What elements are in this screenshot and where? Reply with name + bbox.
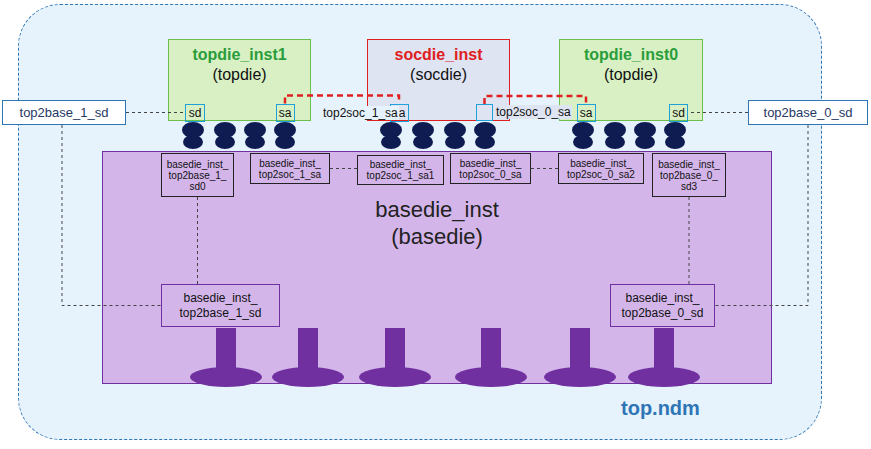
node-subtitle: (basedie) (391, 223, 483, 250)
dashed-connection (197, 197, 198, 284)
dashed-connection (531, 168, 558, 169)
external-port: top2base_0_sd (748, 100, 868, 125)
port-label: top2soc_1_sa (322, 106, 399, 120)
node-title: top2soc_0_sa (495, 105, 572, 119)
node-subtitle: (topdie) (604, 65, 658, 85)
node-title: top2base_1_sd (20, 105, 109, 121)
external-port: top2base_1_sd (2, 100, 126, 125)
bump-port: basedie_inst_ top2soc_0_sa (450, 153, 531, 184)
port-box: sd (185, 104, 205, 122)
dashed-connection (715, 125, 808, 306)
base-die: basedie_inst(basedie) basedie_inst_ top2b… (102, 151, 772, 384)
node-title: top.ndm (621, 397, 700, 420)
port-box: sa (276, 104, 295, 122)
port-box: sa (577, 104, 596, 122)
node-title: basedie_inst_ top2base_1_ sd0 (162, 159, 233, 192)
node-title: topdie_inst1 (192, 45, 286, 65)
top-region: top.ndmtopdie_inst1(topdie)sdsasocdie_in… (18, 4, 822, 440)
bump-port: basedie_inst_ top2soc_0_sa2 (558, 153, 644, 184)
base-port: basedie_inst_ top2base_0_sd (610, 284, 715, 327)
node-subtitle: (socdie) (410, 65, 467, 85)
node-title: basedie_inst_ top2base_0_sd (611, 291, 714, 320)
node-title: topdie_inst0 (584, 45, 678, 65)
node-title: basedie_inst_ top2base_1_sd (162, 291, 279, 320)
bump-port: basedie_inst_ top2soc_1_sa (250, 153, 330, 184)
dashed-connection (485, 96, 587, 104)
bump-port: basedie_inst_ top2soc_1_sa1 (357, 155, 444, 185)
node-title: basedie_inst_ top2base_0_ sd3 (653, 159, 725, 192)
dashed-connection (688, 112, 748, 113)
top-die: topdie_inst0(topdie) sa sd (559, 39, 703, 121)
node-title: basedie_inst_ top2soc_1_sa (251, 158, 329, 180)
node-title: sa (580, 106, 593, 120)
node-title: basedie_inst (375, 196, 499, 223)
top-die: topdie_inst1(topdie) sd sa (168, 39, 311, 121)
bump-port: basedie_inst_ top2base_1_ sd0 (161, 153, 234, 197)
text-holder: top2soc_0_sa (495, 105, 572, 119)
node-title: sa (279, 106, 292, 120)
text-holder: top.ndm (621, 397, 700, 420)
node-title: socdie_inst (394, 45, 482, 65)
node-title: basedie_inst_ top2soc_0_sa2 (559, 158, 643, 180)
base-port: basedie_inst_ top2base_1_sd (161, 284, 280, 327)
dashed-connection (62, 125, 161, 306)
dashed-connection (126, 112, 185, 113)
dashed-connection (330, 168, 357, 169)
port-box: sd (669, 104, 688, 122)
dashed-connection (689, 197, 690, 284)
bump-port: basedie_inst_ top2base_0_ sd3 (652, 153, 726, 197)
node-title: sd (672, 106, 685, 120)
node-title: sd (189, 106, 202, 120)
port-box: top2soc_0_sa (476, 104, 493, 121)
text-holder: basedie_inst(basedie) (103, 196, 771, 250)
node-subtitle: (topdie) (212, 65, 266, 85)
dashed-connection (285, 96, 399, 104)
node-title: basedie_inst_ top2soc_0_sa (451, 158, 530, 180)
node-title: basedie_inst_ top2soc_1_sa1 (358, 159, 443, 181)
node-title: top2base_0_sd (764, 105, 853, 121)
